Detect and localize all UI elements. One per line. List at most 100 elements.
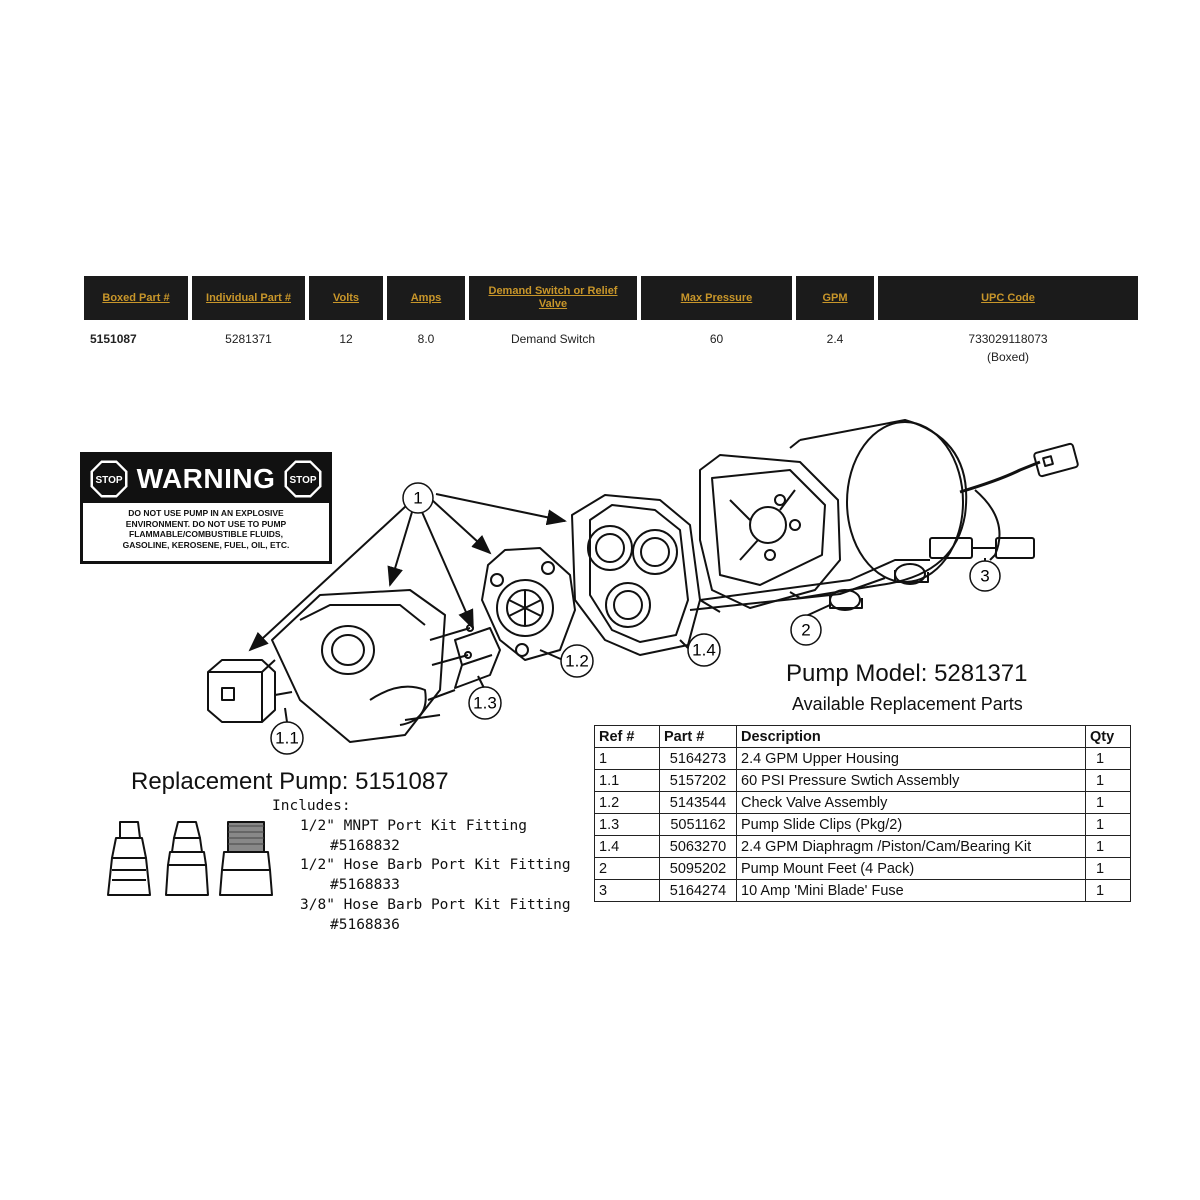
parts-header-ref: Ref # [594,725,660,748]
spec-boxed-part: 5151087 [90,332,137,346]
warning-line: DO NOT USE PUMP IN AN EXPLOSIVE [128,508,284,518]
warning-title: WARNING [136,463,276,494]
stop-sign-icon: STOP [89,459,129,499]
spec-header-amps: Amps [387,276,465,320]
includes-label: Includes: [272,798,351,814]
replacement-parts-table: Ref # Part # Description Qty 1 5164273 2… [594,725,1131,902]
stop-sign-right-label: STOP [289,475,316,486]
warning-message: DO NOT USE PUMP IN AN EXPLOSIVE ENVIRONM… [83,503,329,550]
part-number: 5157202 [659,769,737,792]
callout-leaders [248,493,986,723]
spec-upc-note: (Boxed) [986,350,1030,364]
diaphragm-kit [571,494,721,656]
table-row: 1 5164273 2.4 GPM Upper Housing 1 [594,747,1131,770]
spec-gpm: 2.4 [826,332,844,346]
part-number: 5063270 [659,835,737,858]
part-qty: 1 [1085,813,1131,836]
pump-model-title: Pump Model: 5281371 [786,660,1028,687]
table-row: 1.1 5157202 60 PSI Pressure Swtich Assem… [594,769,1131,792]
part-number: 5095202 [659,857,737,880]
callout-2: 2 [790,614,822,646]
spec-header-volts: Volts [309,276,383,320]
warning-line: GASOLINE, KEROSENE, FUEL, OIL, ETC. [122,539,290,550]
spec-header-demand-switch: Demand Switch or Relief Valve [469,276,637,320]
spec-volts: 12 [339,332,353,346]
spec-header-max-pressure: Max Pressure [641,276,792,320]
lower-housing [271,589,474,743]
spec-header-upc: UPC Code [878,276,1138,320]
callout-label: 1 [413,489,422,508]
callout-label: 1.1 [275,729,299,748]
part-ref: 1.3 [594,813,660,836]
spec-amps: 8.0 [417,332,435,346]
spec-individual-part: 5281371 [225,332,272,346]
part-description: Pump Mount Feet (4 Pack) [736,857,1086,880]
pump-mount-feet [689,559,930,611]
warning-label: STOP WARNING STOP DO NOT USE PUMP IN AN … [80,452,332,564]
spec-max-pressure: 60 [709,332,724,346]
fuse [929,537,1035,559]
callout-label: 1.4 [692,641,716,660]
parts-header-description: Description [736,725,1086,748]
warning-line: FLAMMABLE/COMBUSTIBLE FLUIDS, [129,529,283,539]
part-qty: 1 [1085,769,1131,792]
fitting-name: 1/2" Hose Barb Port Kit Fitting [300,857,571,873]
callout-label: 1.3 [473,694,497,713]
table-row: 1.2 5143544 Check Valve Assembly 1 [594,791,1131,814]
part-ref: 1.4 [594,835,660,858]
check-valve-assembly [481,547,576,661]
spec-header-row: Boxed Part # Individual Part # Volts Amp… [84,276,1138,320]
spec-header-individual-part: Individual Part # [192,276,305,320]
callout-1-4: 1.4 [687,633,721,667]
spec-table: Boxed Part # Individual Part # Volts Amp… [80,276,1142,367]
callout-1-3: 1.3 [468,686,502,720]
port-fitting-half-inch-hose-barb [165,821,209,896]
parts-header-qty: Qty [1085,725,1131,748]
stop-sign-left-label: STOP [95,475,122,486]
spec-upc-code: 733029118073 [968,332,1048,346]
part-number: 5143544 [659,791,737,814]
part-number: 5164273 [659,747,737,770]
callout-bubbles: 1 1.1 1.2 1.3 1.4 2 3 [270,482,1001,755]
part-qty: 1 [1085,835,1131,858]
upper-housing [699,454,841,609]
fitting-name: 3/8" Hose Barb Port Kit Fitting [300,897,571,913]
part-ref: 2 [594,857,660,880]
part-description: 2.4 GPM Upper Housing [736,747,1086,770]
callout-label: 1.2 [565,652,589,671]
table-row: 1.3 5051162 Pump Slide Clips (Pkg/2) 1 [594,813,1131,836]
parts-subtitle: Available Replacement Parts [792,694,1023,714]
stop-sign-icon: STOP [283,459,323,499]
part-qty: 1 [1085,747,1131,770]
spec-header-gpm: GPM [796,276,874,320]
part-ref: 1.1 [594,769,660,792]
callout-label: 2 [801,621,810,640]
spec-data-row: 5151087 5281371 12 8.0 Demand Switch 60 … [84,320,1138,367]
port-fitting-half-inch-mnpt [107,821,151,896]
part-ref: 1.2 [594,791,660,814]
fitting-part-number: #5168833 [330,877,400,893]
part-qty: 1 [1085,879,1131,902]
part-description: 10 Amp 'Mini Blade' Fuse [736,879,1086,902]
callout-1-2: 1.2 [560,644,594,678]
callout-3: 3 [969,560,1001,592]
part-number: 5164274 [659,879,737,902]
parts-header-row: Ref # Part # Description Qty [594,725,1131,748]
part-description: Check Valve Assembly [736,791,1086,814]
spec-header-boxed-part: Boxed Part # [84,276,188,320]
pump-slide-clip [454,627,501,689]
part-qty: 1 [1085,857,1131,880]
warning-header: STOP WARNING STOP [83,455,329,503]
spec-upc: 733029118073 (Boxed) [878,320,1138,367]
part-description: Pump Slide Clips (Pkg/2) [736,813,1086,836]
callout-label: 3 [980,567,989,586]
fitting-part-number: #5168836 [330,917,400,933]
port-fitting-three-eighths-hose-barb [219,821,273,896]
fitting-name: 1/2" MNPT Port Kit Fitting [300,818,527,834]
part-qty: 1 [1085,791,1131,814]
callout-1: 1 [402,482,434,514]
part-ref: 1 [594,747,660,770]
part-ref: 3 [594,879,660,902]
parts-header-part: Part # [659,725,737,748]
